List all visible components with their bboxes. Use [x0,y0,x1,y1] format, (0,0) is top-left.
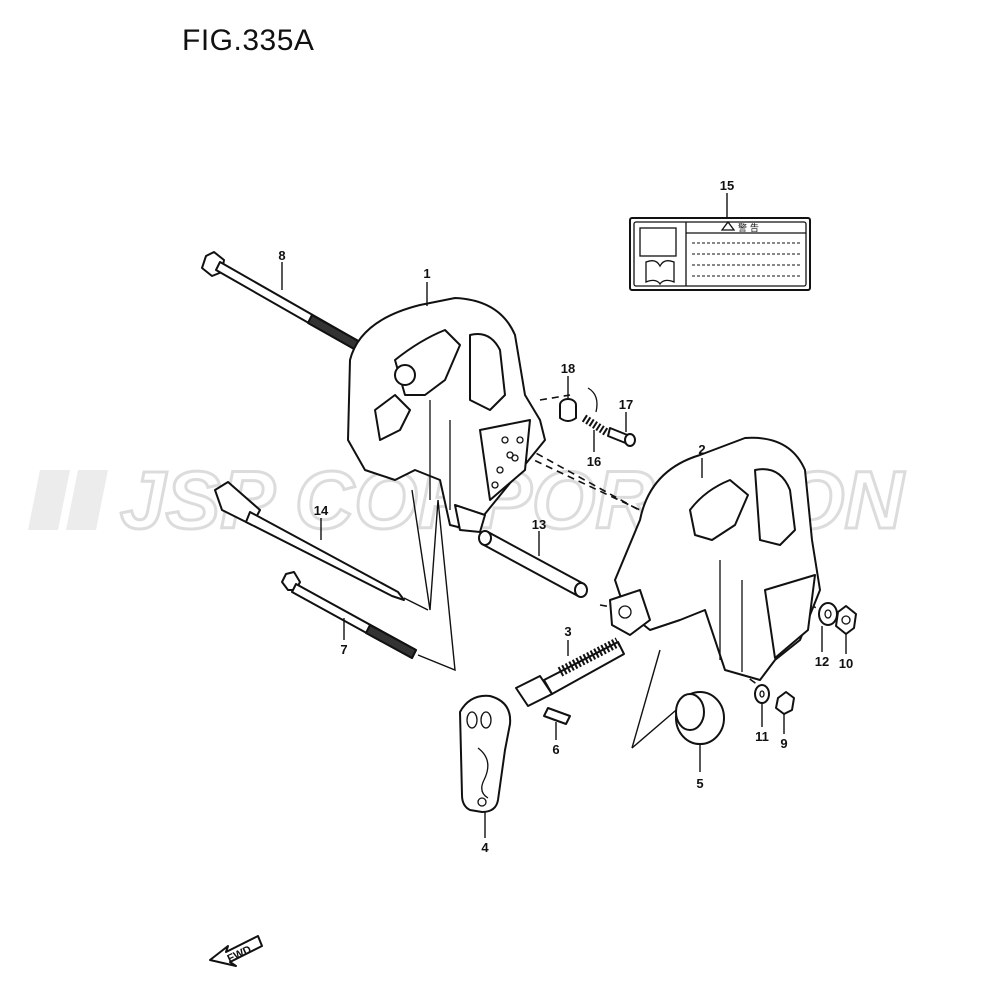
spring-part-16 [581,387,609,436]
figure-title: FIG.335A [182,24,315,57]
callout-15: 15 [720,178,734,193]
callout-numbers: 1 2 3 4 5 6 7 8 9 10 11 12 13 14 15 16 1… [278,178,853,855]
bolt-part-7 [281,571,417,659]
nut-part-10 [835,605,857,635]
key-part-6 [543,707,571,725]
leader-lines [281,193,847,838]
nut-part-9 [775,691,795,715]
assembly-guide-lines [403,489,683,749]
washer-part-12 [818,602,838,626]
fwd-label: FWD [226,944,254,965]
callout-5: 5 [696,776,703,791]
knob-part-5 [675,691,725,745]
pin-part-18 [559,398,577,422]
screw-part-3 [515,637,625,707]
callout-3: 3 [564,624,571,639]
manual-book-icon [645,260,675,286]
handle-part-4 [459,694,512,813]
bracket-part-1 [347,297,546,533]
callout-10: 10 [839,656,853,671]
bracket-part-2 [609,436,821,681]
callout-9: 9 [780,736,787,751]
warning-label-text: 警 告 [738,222,759,234]
callout-2: 2 [698,442,705,457]
washer-part-11 [754,684,770,704]
callout-1: 1 [423,266,430,281]
callout-7: 7 [340,642,347,657]
callout-17: 17 [619,397,633,412]
callout-14: 14 [314,503,329,518]
callout-18: 18 [561,361,575,376]
callout-12: 12 [815,654,829,669]
pictogram-icon [639,227,677,257]
warning-label-part-15: 警 告 [629,217,811,291]
callout-4: 4 [481,840,489,855]
screw-part-17 [607,427,636,447]
callout-8: 8 [278,248,285,263]
callout-6: 6 [552,742,559,757]
callout-13: 13 [532,517,546,532]
callout-11: 11 [755,729,769,744]
rod-part-14 [214,481,405,601]
callout-16: 16 [587,454,601,469]
forward-direction-arrow: FWD [209,935,263,967]
shaft-part-13 [478,530,588,598]
warning-triangle-icon [720,220,736,231]
bolt-part-8 [201,251,361,351]
